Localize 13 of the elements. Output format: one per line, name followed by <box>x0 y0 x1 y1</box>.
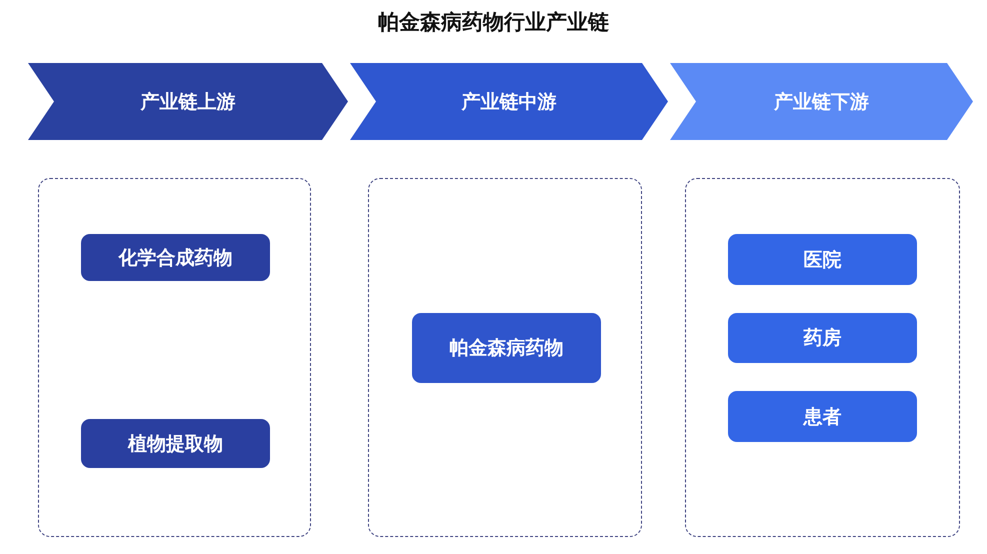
dashed-panel <box>38 178 311 537</box>
chevron-banner: 产业链下游 <box>670 63 973 140</box>
label-box: 帕金森病药物 <box>412 313 601 383</box>
dashed-panel <box>368 178 642 537</box>
label-box: 化学合成药物 <box>81 234 270 281</box>
chevron-banner: 产业链中游 <box>350 63 668 140</box>
chevron-banner: 产业链上游 <box>28 63 348 140</box>
label-box: 患者 <box>728 391 917 442</box>
label-box: 植物提取物 <box>81 419 270 468</box>
title: 帕金森病药物行业产业链 <box>377 9 610 36</box>
label-box: 药房 <box>728 313 917 363</box>
label-box: 医院 <box>728 234 917 285</box>
dashed-panel <box>685 178 960 537</box>
